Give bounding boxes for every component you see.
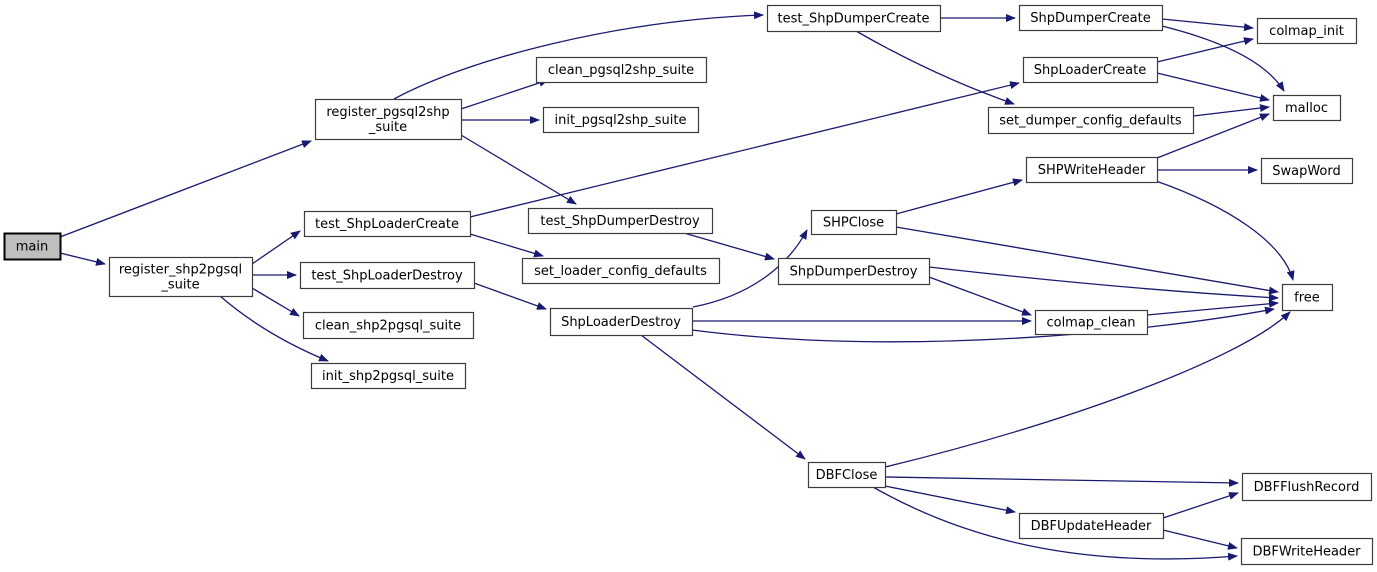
graph-node-malloc[interactable]: malloc bbox=[1272, 94, 1342, 122]
node-box-colmap_init[interactable] bbox=[1256, 17, 1358, 45]
graph-node-test_ShpDumperCreate[interactable]: test_ShpDumperCreate bbox=[766, 4, 942, 33]
graph-node-DBFFlushRecord[interactable]: DBFFlushRecord bbox=[1241, 472, 1373, 502]
graph-node-ShpLoaderDestroy[interactable]: ShpLoaderDestroy bbox=[549, 307, 694, 337]
node-box-clean_shp2pgsql_suite[interactable] bbox=[302, 311, 475, 340]
graph-edge-test_ShpDumperCreate-to-set_dumper_config_defaults bbox=[855, 30, 1015, 105]
graph-edge-register_shp2pgsql_suite-to-init_shp2pgsql_suite bbox=[219, 295, 329, 362]
graph-node-init_pgsql2shp_suite[interactable]: init_pgsql2shp_suite bbox=[542, 106, 700, 134]
node-box-DBFFlushRecord[interactable] bbox=[1241, 472, 1373, 502]
graph-node-SwapWord[interactable]: SwapWord bbox=[1260, 157, 1354, 185]
graph-node-register_pgsql2shp_suite[interactable]: register_pgsql2shp_suite bbox=[314, 98, 463, 141]
node-box-ShpLoaderCreate[interactable] bbox=[1022, 56, 1159, 84]
graph-node-ShpDumperCreate[interactable]: ShpDumperCreate bbox=[1018, 4, 1164, 32]
graph-node-ShpLoaderCreate[interactable]: ShpLoaderCreate bbox=[1022, 56, 1159, 84]
graph-edge-ShpDumperDestroy-to-colmap_clean bbox=[928, 276, 1032, 316]
graph-node-clean_shp2pgsql_suite[interactable]: clean_shp2pgsql_suite bbox=[302, 311, 475, 340]
graph-node-set_dumper_config_defaults[interactable]: set_dumper_config_defaults bbox=[987, 106, 1195, 135]
node-box-DBFClose[interactable] bbox=[807, 461, 887, 489]
graph-node-DBFUpdateHeader[interactable]: DBFUpdateHeader bbox=[1018, 512, 1165, 540]
graph-edge-colmap_clean-to-free bbox=[1146, 299, 1279, 316]
graph-edge-register_shp2pgsql_suite-to-test_ShpLoaderCreate bbox=[251, 230, 301, 265]
graph-edge-test_ShpLoaderCreate-to-set_loader_config_defaults bbox=[469, 233, 544, 258]
node-layer: main register_shp2pgsql_suite register_pgs… bbox=[3, 4, 1374, 566]
node-box-SHPClose[interactable] bbox=[810, 209, 898, 236]
edge-layer bbox=[59, 11, 1295, 561]
graph-edge-test_ShpLoaderDestroy-to-ShpLoaderDestroy bbox=[473, 282, 547, 310]
node-box-test_ShpDumperDestroy[interactable] bbox=[527, 207, 714, 235]
graph-edge-SHPClose-to-free bbox=[895, 226, 1279, 295]
graph-edge-ShpLoaderCreate-to-malloc bbox=[1156, 72, 1270, 102]
graph-node-free[interactable]: free bbox=[1281, 283, 1334, 312]
graph-edge-DBFClose-to-DBFFlushRecord bbox=[884, 476, 1239, 487]
node-box-test_ShpDumperCreate[interactable] bbox=[766, 4, 942, 33]
graph-edge-test_ShpDumperDestroy-to-ShpDumperDestroy bbox=[683, 232, 775, 261]
graph-edge-SHPWriteHeader-to-free bbox=[1155, 180, 1295, 281]
node-box-malloc[interactable] bbox=[1272, 94, 1342, 122]
graph-edge-DBFUpdateHeader-to-DBFWriteHeader bbox=[1162, 529, 1238, 550]
graph-node-test_ShpDumperDestroy[interactable]: test_ShpDumperDestroy bbox=[527, 207, 714, 235]
node-box-register_pgsql2shp_suite[interactable] bbox=[314, 98, 463, 141]
graph-edge-ShpDumperDestroy-to-free bbox=[928, 266, 1279, 302]
graph-edge-ShpLoaderDestroy-to-SHPClose bbox=[692, 229, 808, 308]
node-box-ShpLoaderDestroy[interactable] bbox=[549, 307, 694, 337]
graph-edge-ShpLoaderDestroy-to-free bbox=[691, 306, 1275, 343]
graph-node-colmap_clean[interactable]: colmap_clean bbox=[1034, 309, 1149, 336]
graph-node-SHPWriteHeader[interactable]: SHPWriteHeader bbox=[1025, 156, 1159, 184]
node-box-init_shp2pgsql_suite[interactable] bbox=[310, 362, 467, 390]
graph-node-set_loader_config_defaults[interactable]: set_loader_config_defaults bbox=[521, 257, 721, 285]
graph-edge-SHPWriteHeader-to-malloc bbox=[1156, 113, 1270, 159]
graph-node-colmap_init[interactable]: colmap_init bbox=[1256, 17, 1358, 45]
node-box-set_dumper_config_defaults[interactable] bbox=[987, 106, 1195, 135]
graph-edge-ShpDumperCreate-to-malloc bbox=[1161, 25, 1285, 92]
graph-node-main[interactable]: main bbox=[3, 232, 62, 261]
graph-node-test_ShpLoaderDestroy[interactable]: test_ShpLoaderDestroy bbox=[299, 261, 476, 290]
node-box-DBFUpdateHeader[interactable] bbox=[1018, 512, 1165, 540]
graph-node-register_shp2pgsql_suite[interactable]: register_shp2pgsql_suite bbox=[108, 256, 254, 298]
graph-edge-DBFUpdateHeader-to-DBFFlushRecord bbox=[1162, 492, 1239, 519]
graph-edge-DBFClose-to-DBFWriteHeader bbox=[872, 486, 1238, 561]
graph-edge-DBFClose-to-DBFUpdateHeader bbox=[884, 485, 1016, 515]
node-box-test_ShpLoaderDestroy[interactable] bbox=[299, 261, 476, 290]
node-box-main[interactable] bbox=[3, 232, 62, 261]
node-box-free[interactable] bbox=[1281, 283, 1334, 312]
graph-edge-register_pgsql2shp_suite-to-test_ShpDumperCreate bbox=[393, 11, 764, 100]
node-box-SHPWriteHeader[interactable] bbox=[1025, 156, 1159, 184]
graph-node-DBFClose[interactable]: DBFClose bbox=[807, 461, 887, 489]
graph-node-SHPClose[interactable]: SHPClose bbox=[810, 209, 898, 236]
graph-edge-register_pgsql2shp_suite-to-clean_pgsql2shp_suite bbox=[460, 79, 549, 110]
node-box-colmap_clean[interactable] bbox=[1034, 309, 1149, 336]
graph-node-clean_pgsql2shp_suite[interactable]: clean_pgsql2shp_suite bbox=[535, 56, 708, 84]
graph-edge-register_pgsql2shp_suite-to-test_ShpDumperDestroy bbox=[460, 134, 577, 205]
node-box-register_shp2pgsql_suite[interactable] bbox=[108, 256, 254, 298]
graph-node-test_ShpLoaderCreate[interactable]: test_ShpLoaderCreate bbox=[303, 210, 472, 238]
graph-edge-ShpDumperCreate-to-colmap_init bbox=[1161, 18, 1254, 32]
node-box-SwapWord[interactable] bbox=[1260, 157, 1354, 185]
node-box-set_loader_config_defaults[interactable] bbox=[521, 257, 721, 285]
node-box-DBFWriteHeader[interactable] bbox=[1240, 537, 1374, 566]
graph-edge-main-to-register_shp2pgsql_suite bbox=[59, 252, 106, 266]
graph-node-DBFWriteHeader[interactable]: DBFWriteHeader bbox=[1240, 537, 1374, 566]
graph-edge-register_shp2pgsql_suite-to-clean_shp2pgsql_suite bbox=[251, 287, 300, 317]
graph-edge-ShpLoaderDestroy-to-DBFClose bbox=[640, 334, 806, 460]
node-box-clean_pgsql2shp_suite[interactable] bbox=[535, 56, 708, 84]
graph-edge-main-to-register_pgsql2shp_suite bbox=[59, 140, 312, 238]
node-box-test_ShpLoaderCreate[interactable] bbox=[303, 210, 472, 238]
node-box-ShpDumperCreate[interactable] bbox=[1018, 4, 1164, 32]
graph-edge-SHPClose-to-SHPWriteHeader bbox=[895, 178, 1023, 215]
node-box-ShpDumperDestroy[interactable] bbox=[777, 257, 931, 286]
graph-node-ShpDumperDestroy[interactable]: ShpDumperDestroy bbox=[777, 257, 931, 286]
graph-edge-set_dumper_config_defaults-to-malloc bbox=[1192, 104, 1270, 117]
node-box-init_pgsql2shp_suite[interactable] bbox=[542, 106, 700, 134]
graph-edge-test_ShpLoaderCreate-to-ShpLoaderCreate bbox=[469, 81, 1020, 218]
graph-edge-DBFClose-to-free bbox=[884, 311, 1291, 468]
graph-edge-ShpLoaderCreate-to-colmap_init bbox=[1156, 37, 1254, 63]
graph-node-init_shp2pgsql_suite[interactable]: init_shp2pgsql_suite bbox=[310, 362, 467, 390]
